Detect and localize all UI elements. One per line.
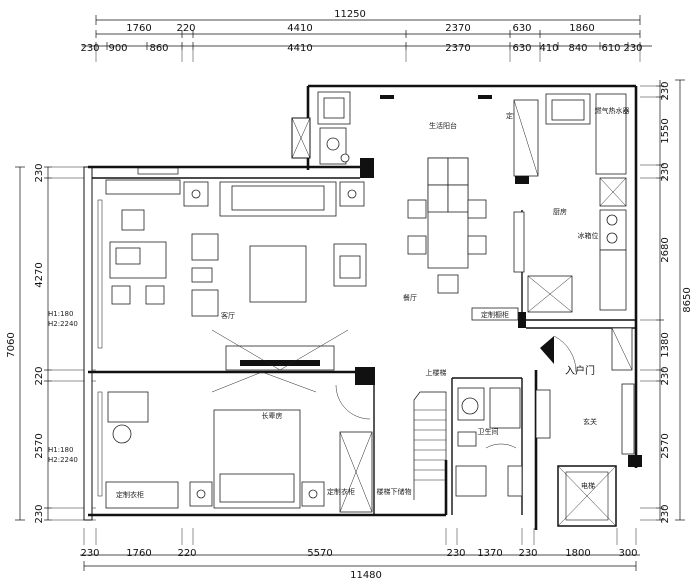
top-row1-dim: 4410: [287, 23, 312, 34]
right-total-dim: 8650: [682, 287, 693, 312]
left-total-dim: 7060: [6, 332, 17, 357]
room-foyer-label: 玄关: [583, 417, 597, 426]
upper-h1-label: H1:180: [48, 310, 73, 318]
balcony: 生活阳台 定制橱柜: [291, 91, 539, 184]
bottom-row-dim: 230: [518, 548, 537, 559]
top-row1-dim: 630: [512, 23, 531, 34]
walls: [83, 84, 642, 530]
top-row2-dim: 4410: [287, 43, 312, 54]
room-balcony-label: 生活阳台: [429, 121, 457, 130]
room-living-label: 客厅: [221, 311, 235, 320]
bottom-row-dim: 1760: [126, 548, 151, 559]
bathroom: 卫生间: [455, 387, 523, 497]
right-row-dim: 2680: [660, 237, 671, 262]
top-dimensions: 11250 1760 220 4410 2370 630 1860 230 90…: [80, 9, 652, 62]
top-row2-dim: 840: [568, 43, 587, 54]
stair-up-label: 上楼梯: [426, 368, 447, 377]
bottom-total-dim: 11480: [350, 570, 382, 581]
water-heater-label: 燃气热水器: [595, 106, 630, 115]
custom-wardrobe-right-label: 定制衣柜: [327, 487, 355, 496]
top-row2-dim: 230: [80, 43, 99, 54]
left-dimensions: 7060 230 4270 220 2570 230: [6, 163, 96, 524]
bottom-row-dim: 230: [80, 548, 99, 559]
fridge-label: 冰箱位: [578, 231, 599, 240]
right-dimensions: 8650 230 1550 230 2680 1380 230 2570 230: [640, 79, 693, 524]
kitchen: 燃气热水器 厨房 冰箱位: [513, 93, 630, 313]
bottom-row-dim: 1800: [565, 548, 590, 559]
custom-cabinet-mid-label: 定制橱柜: [481, 310, 509, 319]
bottom-dimensions: 230 1760 220 5570 230 1370 230 1800 300 …: [80, 528, 640, 581]
custom-wardrobe-left-label: 定制衣柜: [116, 490, 144, 499]
left-row-dim: 230: [34, 504, 45, 523]
living-room: 客厅 H1:180 H2:2240: [48, 167, 367, 371]
top-total-dim: 11250: [334, 9, 366, 20]
bottom-row-dim: 1370: [477, 548, 502, 559]
top-row2-dim: 2370: [445, 43, 470, 54]
left-row-dim: 4270: [34, 262, 45, 287]
dining: 餐厅 定制橱柜: [403, 157, 519, 321]
top-row2-dim: 900: [108, 43, 127, 54]
left-row-dim: 220: [34, 366, 45, 385]
room-dining-label: 餐厅: [403, 293, 417, 302]
top-row2-dim: 230: [623, 43, 642, 54]
room-bathroom-label: 卫生间: [478, 427, 499, 436]
right-row-dim: 1380: [660, 332, 671, 357]
right-row-dim: 230: [660, 162, 671, 181]
top-row1-dim: 2370: [445, 23, 470, 34]
master-bedroom: 定制衣柜 定制衣柜 长辈房 H1:180 H2:2240: [48, 371, 373, 513]
lower-h2-label: H2:2240: [48, 456, 78, 464]
left-row-dim: 230: [34, 163, 45, 182]
right-row-dim: 230: [660, 504, 671, 523]
stairs: 上楼梯 楼梯下储物: [377, 368, 447, 500]
top-row1-dim: 220: [176, 23, 195, 34]
lower-h1-label: H1:180: [48, 446, 73, 454]
right-row-dim: 230: [660, 366, 671, 385]
stair-down-label: 楼梯下储物: [377, 487, 412, 496]
bottom-row-dim: 300: [618, 548, 637, 559]
top-row2-dim: 630: [512, 43, 531, 54]
right-row-dim: 1550: [660, 118, 671, 143]
bottom-row-dim: 5570: [307, 548, 332, 559]
top-row2-dim: 860: [149, 43, 168, 54]
bottom-row-dim: 230: [446, 548, 465, 559]
elevator-label: 电梯: [581, 481, 595, 490]
top-row1-dim: 1760: [126, 23, 151, 34]
right-row-dim: 230: [660, 81, 671, 100]
top-row1-dim: 1860: [569, 23, 594, 34]
right-row-dim: 2570: [660, 433, 671, 458]
bottom-row-dim: 220: [177, 548, 196, 559]
entrance-door-label: 入户门: [565, 364, 595, 377]
room-master-bedroom-label: 长辈房: [262, 411, 283, 420]
top-row2-dim: 610: [601, 43, 620, 54]
upper-h2-label: H2:2240: [48, 320, 78, 328]
top-row2-dim: 410: [539, 43, 558, 54]
left-row-dim: 2570: [34, 433, 45, 458]
foyer: 入户门 玄关 电梯: [535, 327, 635, 490]
room-kitchen-label: 厨房: [553, 207, 567, 216]
